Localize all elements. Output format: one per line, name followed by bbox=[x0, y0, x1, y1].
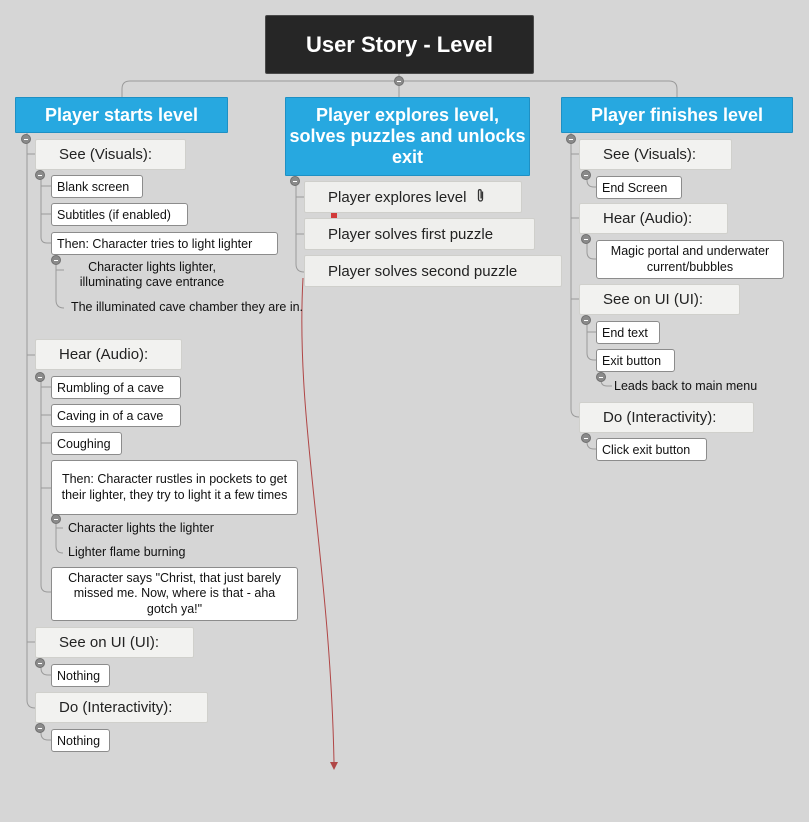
main-topic-explore[interactable]: Player explores level, solves puzzles an… bbox=[285, 97, 530, 176]
leaf-topic[interactable]: Click exit button bbox=[596, 438, 707, 461]
collapse-toggle-icon[interactable] bbox=[394, 76, 404, 86]
leaf-topic[interactable]: Subtitles (if enabled) bbox=[51, 203, 188, 226]
collapse-toggle-icon[interactable] bbox=[596, 372, 606, 382]
collapse-toggle-icon[interactable] bbox=[35, 658, 45, 668]
collapse-toggle-icon[interactable] bbox=[21, 134, 31, 144]
sub-leaf-topic[interactable]: Leads back to main menu bbox=[614, 379, 758, 393]
subtopic-first-puzzle[interactable]: Player solves first puzzle bbox=[304, 218, 535, 250]
main-topic-label: Player starts level bbox=[44, 104, 199, 125]
subtopic-do-interactivity[interactable]: Do (Interactivity): bbox=[35, 692, 208, 723]
leaf-topic[interactable]: End Screen bbox=[596, 176, 682, 199]
subtopic-label: See on UI (UI): bbox=[603, 291, 704, 308]
main-topic-finish[interactable]: Player finishes level bbox=[561, 97, 793, 133]
collapse-toggle-icon[interactable] bbox=[35, 170, 45, 180]
leaf-topic[interactable]: Caving in of a cave bbox=[51, 404, 181, 427]
collapse-toggle-icon[interactable] bbox=[35, 723, 45, 733]
collapse-toggle-icon[interactable] bbox=[35, 372, 45, 382]
subtopic-see-on-ui[interactable]: See on UI (UI): bbox=[579, 284, 740, 315]
collapse-toggle-icon[interactable] bbox=[51, 255, 61, 265]
sub-leaf-topic[interactable]: Lighter flame burning bbox=[68, 545, 186, 559]
collapse-toggle-icon[interactable] bbox=[566, 134, 576, 144]
leaf-topic[interactable]: Exit button bbox=[596, 349, 675, 372]
subtopic-label: See (Visuals): bbox=[603, 146, 697, 163]
leaf-topic[interactable]: Rumbling of a cave bbox=[51, 376, 181, 399]
leaf-topic[interactable]: Coughing bbox=[51, 432, 122, 455]
subtopic-see-on-ui[interactable]: See on UI (UI): bbox=[35, 627, 194, 658]
subtopic-hear-audio[interactable]: Hear (Audio): bbox=[579, 203, 728, 234]
leaf-topic[interactable]: End text bbox=[596, 321, 660, 344]
subtopic-label: See (Visuals): bbox=[59, 146, 153, 163]
subtopic-label: See on UI (UI): bbox=[59, 634, 160, 651]
subtopic-do-interactivity[interactable]: Do (Interactivity): bbox=[579, 402, 754, 433]
relationship-arrow[interactable] bbox=[301, 212, 338, 770]
leaf-topic[interactable]: Magic portal and underwater current/bubb… bbox=[596, 240, 784, 279]
collapse-toggle-icon[interactable] bbox=[51, 514, 61, 524]
paperclip-icon[interactable] bbox=[476, 188, 485, 207]
subtopic-see-visuals[interactable]: See (Visuals): bbox=[579, 139, 732, 170]
leaf-topic[interactable]: Character says "Christ, that just barely… bbox=[51, 567, 298, 621]
subtopic-label: Hear (Audio): bbox=[603, 210, 693, 227]
collapse-toggle-icon[interactable] bbox=[581, 170, 591, 180]
collapse-toggle-icon[interactable] bbox=[290, 176, 300, 186]
subtopic-explore[interactable]: Player explores level bbox=[304, 181, 522, 213]
collapse-toggle-icon[interactable] bbox=[581, 433, 591, 443]
leaf-topic[interactable]: Then: Character tries to light lighter bbox=[51, 232, 278, 255]
sub-leaf-topic[interactable]: Character lights lighter, illuminating c… bbox=[79, 260, 225, 289]
collapse-toggle-icon[interactable] bbox=[581, 234, 591, 244]
sub-leaf-topic[interactable]: Character lights the lighter bbox=[68, 521, 214, 535]
collapse-toggle-icon[interactable] bbox=[581, 315, 591, 325]
leaf-topic[interactable]: Nothing bbox=[51, 729, 110, 752]
subtopic-label: Do (Interactivity): bbox=[603, 409, 717, 426]
leaf-topic[interactable]: Then: Character rustles in pockets to ge… bbox=[51, 460, 298, 515]
subtopic-label: Do (Interactivity): bbox=[59, 699, 173, 716]
main-topic-label: Player finishes level bbox=[590, 104, 764, 125]
sub-leaf-topic[interactable]: The illuminated cave chamber they are in… bbox=[70, 300, 304, 314]
main-topic-label: Player explores level, solves puzzles an… bbox=[289, 105, 526, 167]
subtopic-see-visuals[interactable]: See (Visuals): bbox=[35, 139, 186, 170]
leaf-topic[interactable]: Nothing bbox=[51, 664, 110, 687]
main-topic-start[interactable]: Player starts level bbox=[15, 97, 228, 133]
central-topic[interactable]: User Story - Level bbox=[265, 15, 534, 74]
subtopic-second-puzzle[interactable]: Player solves second puzzle bbox=[304, 255, 562, 287]
leaf-topic[interactable]: Blank screen bbox=[51, 175, 143, 198]
subtopic-label: Hear (Audio): bbox=[59, 346, 149, 363]
subtopic-hear-audio[interactable]: Hear (Audio): bbox=[35, 339, 182, 370]
central-topic-label: User Story - Level bbox=[305, 31, 494, 57]
